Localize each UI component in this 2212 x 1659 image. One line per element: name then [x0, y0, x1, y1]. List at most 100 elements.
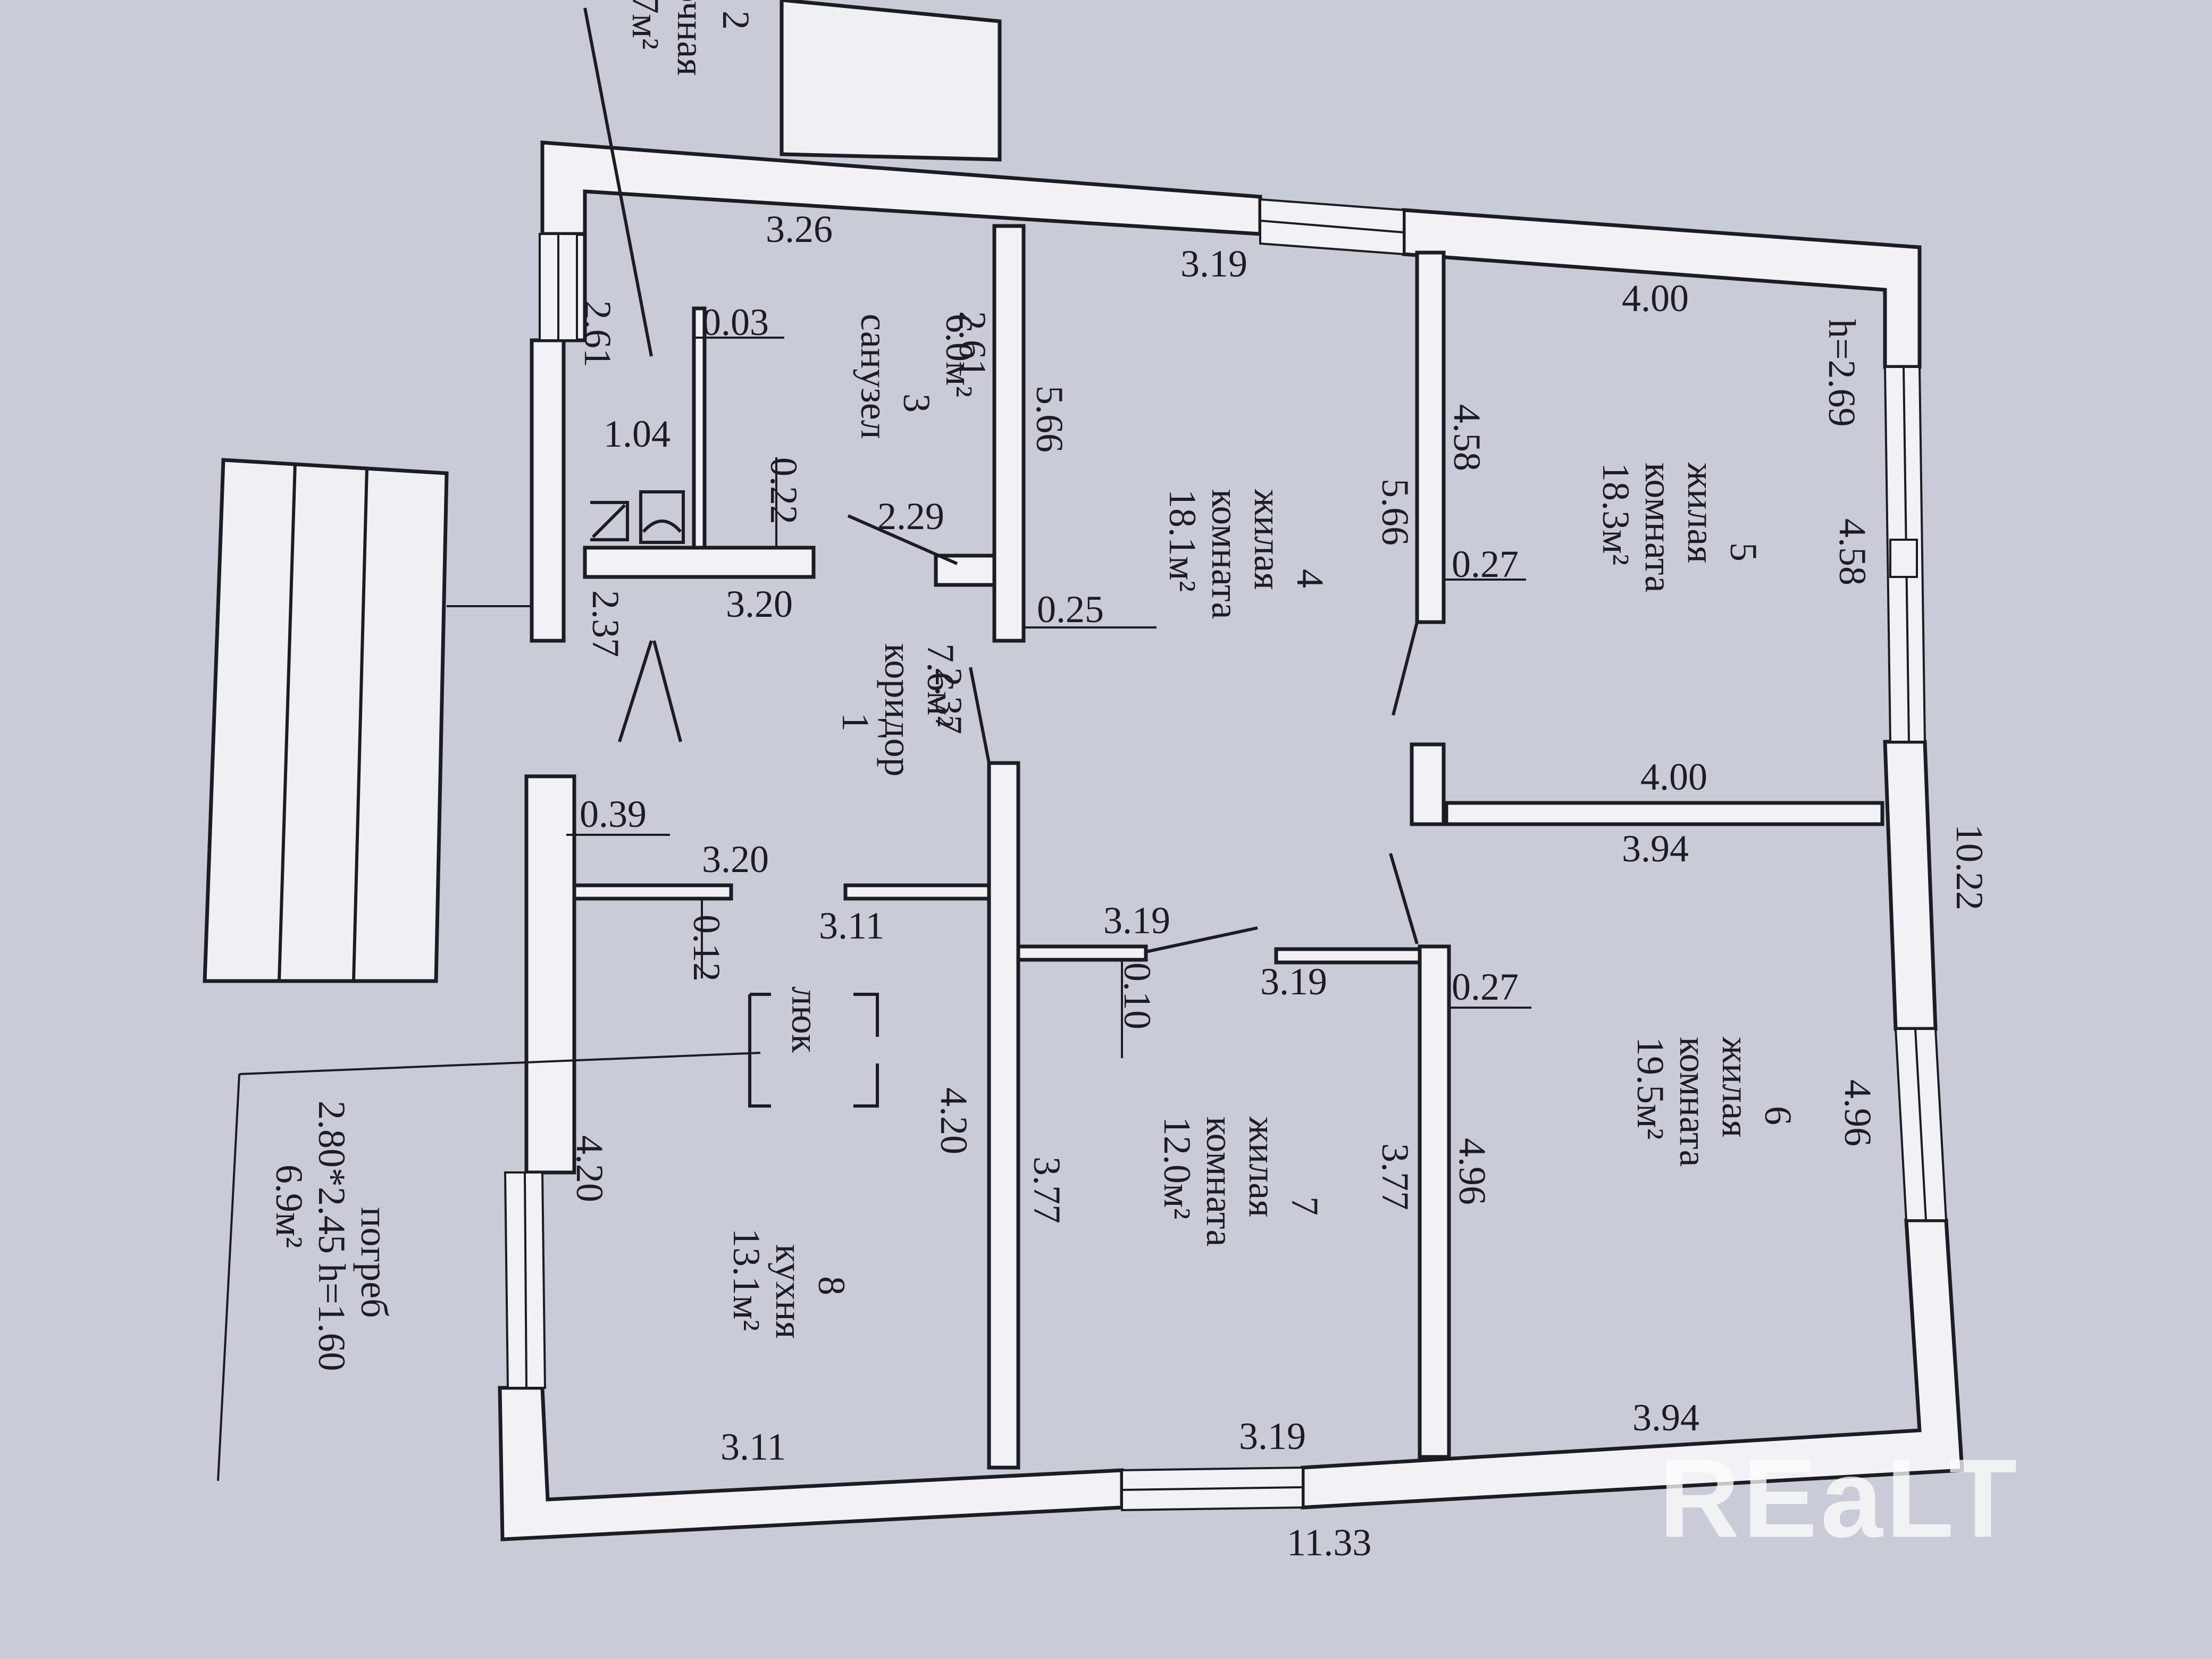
- wall-room7-room6: [1418, 944, 1451, 1459]
- svg-text:жилая: жилая: [1714, 1036, 1757, 1137]
- svg-text:18.1м²: 18.1м²: [1161, 489, 1204, 592]
- outer-wall-right-upper: [1883, 740, 1938, 1031]
- svg-text:2.80*2.45 h=1.60: 2.80*2.45 h=1.60: [311, 1101, 353, 1371]
- sink-fixture: [639, 490, 685, 544]
- dim-pantry-height: 2.61: [576, 300, 619, 367]
- door-bath: [847, 514, 958, 565]
- interior-walls: [572, 224, 1884, 1470]
- door-entry-left: [618, 640, 653, 742]
- wall-bath-room4: [992, 224, 1026, 643]
- fixtures-and-doors: [217, 7, 1531, 1481]
- wall-room7-top-b: [1274, 947, 1422, 965]
- svg-text:комната: комната: [1637, 463, 1680, 592]
- dim-corridor-bottom: 3.20: [702, 838, 769, 881]
- svg-text:5: 5: [1722, 542, 1765, 562]
- dim-kitchen-right: 4.20: [933, 1087, 975, 1154]
- door-room4: [969, 667, 991, 764]
- svg-text:7.6м²: 7.6м²: [919, 643, 962, 727]
- wall-bath-bottom: [583, 546, 816, 579]
- svg-text:6.9м²: 6.9м²: [268, 1164, 311, 1248]
- dim-room7-left: 3.77: [1026, 1157, 1068, 1224]
- toilet-fixture: [642, 520, 682, 533]
- dim-top-left: 3.26: [766, 208, 833, 250]
- wall-room5-stub: [1410, 742, 1446, 826]
- dim-room6-top2: 3.94: [1622, 827, 1689, 870]
- svg-text:7: 7: [1284, 1196, 1326, 1216]
- svg-text:люк: люк: [784, 986, 826, 1053]
- outer-wall-left-upper: [530, 338, 566, 643]
- hatch-outline: [748, 993, 879, 1108]
- room-5-label: 5 жилая комната 18.3м²: [1595, 462, 1765, 592]
- dim-room7-top2: 3.19: [1260, 960, 1327, 1003]
- svg-text:жилая: жилая: [1246, 489, 1289, 590]
- wall-bath-partition: [692, 306, 707, 550]
- cellar-leader-down: [217, 1074, 240, 1481]
- door-room7: [1145, 926, 1258, 953]
- door-room5: [1392, 622, 1419, 716]
- dim-room4-left: 5.66: [1028, 386, 1071, 453]
- dim-room5-wall: 0.27: [1452, 543, 1519, 585]
- pantry-leader: [583, 7, 653, 357]
- dim-room6-top: 4.00: [1640, 756, 1707, 798]
- dim-bath-inner: 1.04: [604, 413, 671, 455]
- dim-top-right: 4.00: [1622, 277, 1689, 320]
- svg-text:8: 8: [810, 1276, 853, 1295]
- dim-bath-left: 2.61: [951, 311, 994, 378]
- svg-text:6.0м²: 6.0м²: [938, 314, 981, 397]
- outer-wall-bottom-left: [498, 1386, 1124, 1541]
- dim-room5-right: 4.58: [1831, 518, 1874, 585]
- dim-room7-right: 3.77: [1374, 1143, 1417, 1210]
- wall-room7-top-a: [1016, 944, 1148, 962]
- svg-text:7м²: 7м²: [624, 0, 667, 49]
- room-labels: 1 коридор 7.6м² 2 ночная 7м² 3 санузел 6…: [268, 0, 1799, 1371]
- window-mullion: [1889, 539, 1918, 578]
- dim-room6-left: 4.96: [1451, 1138, 1494, 1205]
- dim-bath-door: 2.29: [877, 495, 944, 538]
- dim-ceiling-height: h=2.69: [1821, 319, 1863, 427]
- shower-fixture: [590, 501, 629, 541]
- svg-text:погреб: погреб: [353, 1207, 396, 1318]
- wall-corridor-kitchen-b: [843, 883, 991, 901]
- svg-text:комната: комната: [1672, 1037, 1714, 1167]
- svg-text:4: 4: [1289, 569, 1331, 588]
- svg-text:комната: комната: [1199, 1117, 1241, 1246]
- hatch-label: люк: [784, 986, 826, 1053]
- room-6-label: 6 жилая комната 19.5м²: [1629, 1036, 1799, 1167]
- dim-kitchen-bottom: 3.11: [720, 1426, 786, 1468]
- room-7-label: 7 жилая комната 12.0м²: [1156, 1116, 1326, 1246]
- room-8-label: 8 кухня 13.1м²: [725, 1228, 853, 1339]
- room-2-label: 2 ночная 7м²: [624, 0, 757, 76]
- dim-wall-039: 0.39: [580, 793, 647, 835]
- room-3-label: 3 санузел 6.0м²: [853, 314, 981, 439]
- room-4-label: 4 жилая комната 18.1м²: [1161, 489, 1331, 619]
- porch-steps: [203, 458, 449, 983]
- dim-room7-top: 3.19: [1103, 899, 1170, 942]
- svg-text:санузел: санузел: [853, 314, 895, 439]
- pantry-box: [780, 0, 1002, 162]
- svg-text:6: 6: [1757, 1106, 1799, 1125]
- svg-text:3: 3: [895, 393, 938, 413]
- dim-room7-bottom: 3.19: [1239, 1415, 1306, 1457]
- dim-corridor-right: 2.37: [927, 667, 970, 734]
- dim-room5-left: 4.58: [1446, 404, 1488, 471]
- dimension-labels: 3.26 3.19 4.00 10.22 11.33 h=2.69 2.61 2…: [568, 208, 1991, 1564]
- dim-kitchen-top: 3.11: [819, 904, 884, 947]
- svg-text:ночная: ночная: [669, 0, 712, 76]
- realt-watermark: REaLT: [1659, 1436, 2020, 1561]
- svg-text:2: 2: [715, 11, 757, 30]
- svg-text:18.3м²: 18.3м²: [1595, 463, 1637, 565]
- dim-top-mid: 3.19: [1180, 242, 1247, 285]
- wall-room4-room5: [1415, 250, 1446, 624]
- dim-bath-wall-b: 0.22: [763, 457, 805, 524]
- dim-room6-right: 4.96: [1837, 1079, 1879, 1146]
- wall-bath-stub: [934, 554, 996, 587]
- svg-text:12.0м²: 12.0м²: [1156, 1117, 1199, 1219]
- room-1-label: 1 коридор 7.6м²: [834, 643, 962, 777]
- svg-text:коридор: коридор: [877, 643, 919, 777]
- dim-room4-wall: 0.25: [1037, 588, 1104, 631]
- svg-text:1: 1: [834, 713, 877, 732]
- door-room6: [1389, 853, 1419, 944]
- svg-text:комната: комната: [1204, 489, 1246, 619]
